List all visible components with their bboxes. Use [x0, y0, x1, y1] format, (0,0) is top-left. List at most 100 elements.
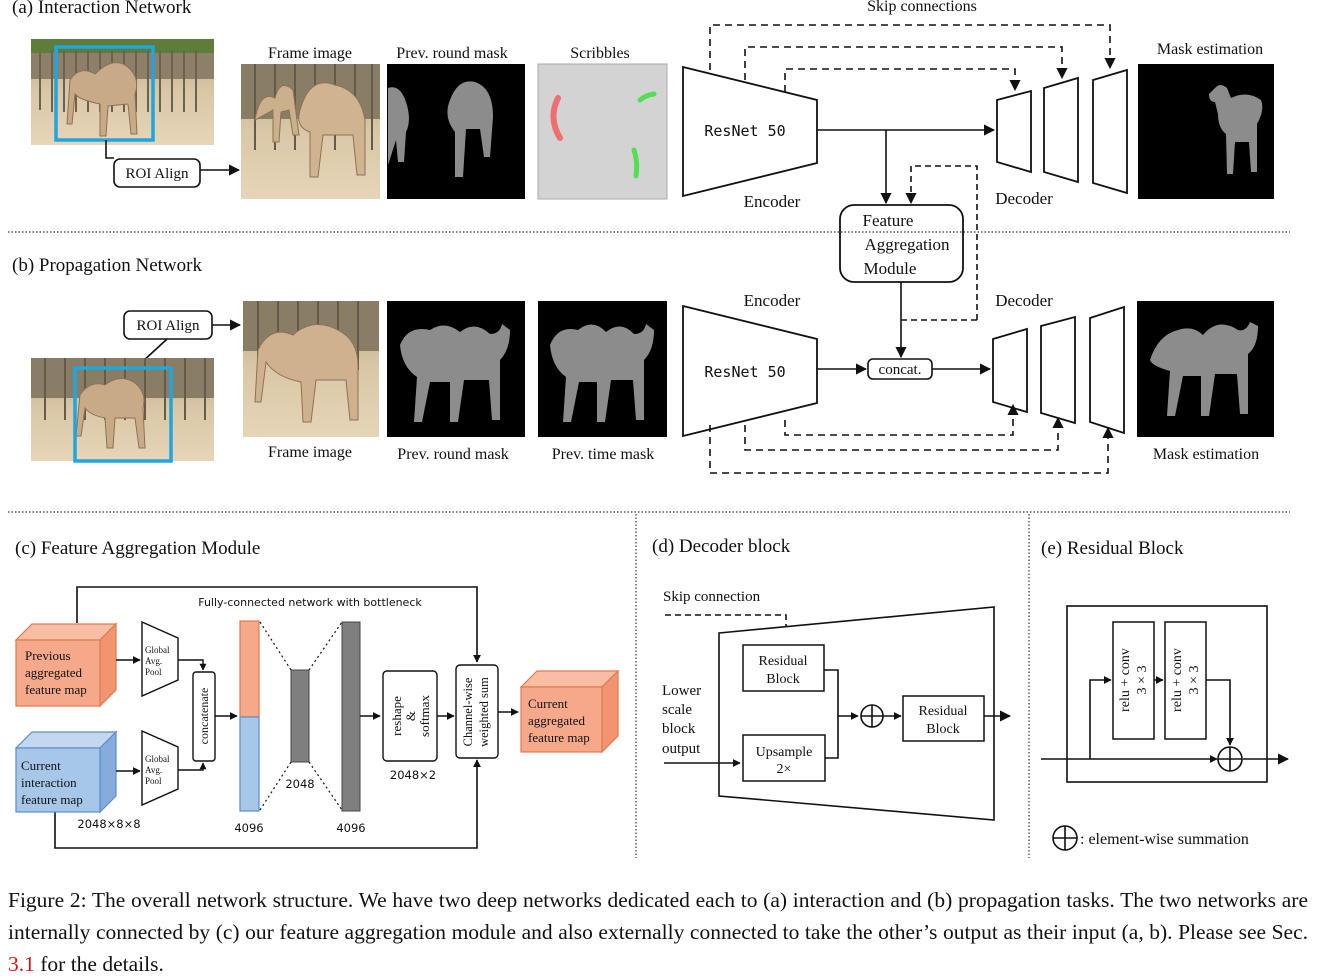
- prev-time-mask-label: Prev. time mask: [552, 446, 655, 463]
- section-ref-link[interactable]: 3.1: [8, 952, 35, 976]
- skip-connections-label: Skip connections: [867, 0, 977, 15]
- svg-text:3 × 3: 3 × 3: [1187, 666, 1202, 695]
- encoder-label-a: Encoder: [744, 192, 801, 211]
- sum-icon-d: [860, 704, 884, 728]
- dim-4096-a: 4096: [234, 821, 263, 835]
- svg-text:Feature: Feature: [863, 211, 914, 230]
- frame-image-a: [241, 64, 380, 199]
- svg-text:Avg.: Avg.: [145, 656, 162, 666]
- svg-text:Aggregation: Aggregation: [865, 235, 950, 254]
- svg-text:output: output: [662, 741, 701, 757]
- svg-text:Current: Current: [528, 696, 568, 711]
- global-avg-pool-1: Global Avg. Pool: [141, 620, 179, 698]
- svg-text:concatenate: concatenate: [197, 688, 211, 745]
- prev-round-mask-b: [387, 301, 525, 437]
- mask-estimation-label-b: Mask estimation: [1153, 446, 1259, 463]
- reshape-softmax-box: reshape & softmax: [382, 670, 438, 762]
- dim-2048: 2048: [285, 777, 314, 791]
- decoder-label-b: Decoder: [995, 291, 1053, 310]
- interaction-source-photo: [31, 39, 214, 145]
- skip-connections-a: [709, 24, 1116, 92]
- svg-text:ROI Align: ROI Align: [137, 318, 200, 334]
- caption-text-1: Figure 2: The overall network structure.…: [8, 888, 1308, 944]
- svg-text:scale: scale: [662, 702, 692, 718]
- roi-box-b: [73, 366, 173, 463]
- propagation-source-photo: [31, 358, 214, 463]
- scribbles-label: Scribbles: [570, 45, 630, 62]
- decoder-block-panel: (d) Decoder block Skip connection Lower …: [652, 536, 1012, 821]
- svg-text:weighted sum: weighted sum: [477, 677, 491, 747]
- dim-2048x2: 2048×2: [390, 768, 436, 782]
- upsample-box: Upsample 2×: [742, 734, 826, 782]
- fam-box: Feature Aggregation Module: [839, 204, 964, 283]
- fam-panel: (c) Feature Aggregation Module Fully-con…: [14, 538, 620, 849]
- output-feature-map-cube: Current aggregated feature map: [519, 669, 620, 754]
- residual-block-1: Residual Block: [742, 644, 825, 692]
- svg-text:ResNet 50: ResNet 50: [704, 363, 785, 381]
- figure-caption: Figure 2: The overall network structure.…: [8, 884, 1308, 980]
- svg-text:Upsample: Upsample: [756, 745, 813, 760]
- interaction-network: (a) Interaction Network ROI Align: [12, 0, 1274, 211]
- skip-connection-label: Skip connection: [663, 589, 761, 605]
- svg-text:reshape: reshape: [389, 696, 404, 736]
- fc-input-bar: [239, 620, 260, 812]
- svg-text:&: &: [403, 711, 418, 721]
- concat-box: concat.: [867, 358, 933, 380]
- svg-text:Lower: Lower: [662, 683, 701, 699]
- decoder-a: [996, 68, 1128, 195]
- sum-icon-e: [1217, 746, 1243, 772]
- encoder-label-b: Encoder: [744, 291, 801, 310]
- svg-text:Module: Module: [864, 259, 917, 278]
- svg-text:ResNet 50: ResNet 50: [704, 122, 785, 140]
- svg-text:Pool: Pool: [145, 667, 162, 677]
- svg-text:3 × 3: 3 × 3: [1135, 666, 1150, 695]
- interaction-title: (a) Interaction Network: [12, 0, 192, 18]
- svg-text:softmax: softmax: [417, 695, 432, 737]
- decoder-block-title: (d) Decoder block: [652, 536, 791, 557]
- encoder-b: ResNet 50: [682, 304, 818, 438]
- svg-text:Global: Global: [145, 645, 170, 655]
- network-structure-figure: (a) Interaction Network ROI Align: [8, 0, 1290, 858]
- roi-box: [54, 45, 155, 142]
- roi-align-a: ROI Align: [113, 158, 201, 188]
- weighted-sum-box: Channel-wise weighted sum: [455, 664, 499, 759]
- dim-4096-b: 4096: [336, 821, 365, 835]
- lower-scale-label: Lower scale block output: [662, 683, 701, 757]
- svg-text:Residual: Residual: [759, 654, 808, 669]
- skip-connections-b: [709, 403, 1114, 474]
- prev-round-mask-a: [387, 64, 525, 199]
- fc-label: Fully-connected network with bottleneck: [198, 596, 422, 609]
- frame-image-label-b: Frame image: [268, 444, 352, 461]
- svg-text:Current: Current: [21, 758, 61, 773]
- fc-output-bar: [341, 621, 361, 812]
- svg-text:feature map: feature map: [21, 792, 83, 807]
- sum-legend-icon: [1052, 825, 1078, 851]
- encoder-a: ResNet 50: [682, 65, 818, 198]
- svg-text:Pool: Pool: [145, 776, 162, 786]
- decoder-label-a: Decoder: [995, 189, 1053, 208]
- mask-estimation-label-a: Mask estimation: [1157, 41, 1263, 58]
- svg-text:relu + conv: relu + conv: [1118, 648, 1133, 712]
- svg-text:concat.: concat.: [879, 362, 922, 378]
- prev-round-mask-label-b: Prev. round mask: [397, 446, 508, 463]
- frame-image-b: [243, 301, 379, 437]
- residual-block-title: (e) Residual Block: [1041, 538, 1184, 559]
- fam-title: (c) Feature Aggregation Module: [15, 538, 260, 559]
- mask-estimation-a: [1138, 64, 1274, 199]
- global-avg-pool-2: Global Avg. Pool: [141, 729, 179, 807]
- svg-text:aggregated: aggregated: [25, 665, 83, 680]
- svg-text:aggregated: aggregated: [528, 713, 586, 728]
- conv-block-1: relu + conv 3 × 3: [1112, 621, 1155, 740]
- residual-block-2: Residual Block: [902, 695, 985, 742]
- residual-block-panel: (e) Residual Block relu + conv 3 × 3 rel…: [1041, 538, 1290, 851]
- svg-text:interaction: interaction: [21, 775, 77, 790]
- svg-text:Residual: Residual: [919, 704, 968, 719]
- propagation-network: (b) Propagation Network ROI Align: [12, 255, 1274, 474]
- svg-text:relu + conv: relu + conv: [1170, 648, 1185, 712]
- decoder-b: [992, 305, 1125, 435]
- sum-legend-label: : element-wise summation: [1080, 831, 1249, 848]
- svg-text:Previous: Previous: [25, 648, 71, 663]
- scribbles-image: [537, 63, 668, 200]
- svg-text:Block: Block: [926, 722, 959, 737]
- mask-estimation-b: [1137, 301, 1274, 437]
